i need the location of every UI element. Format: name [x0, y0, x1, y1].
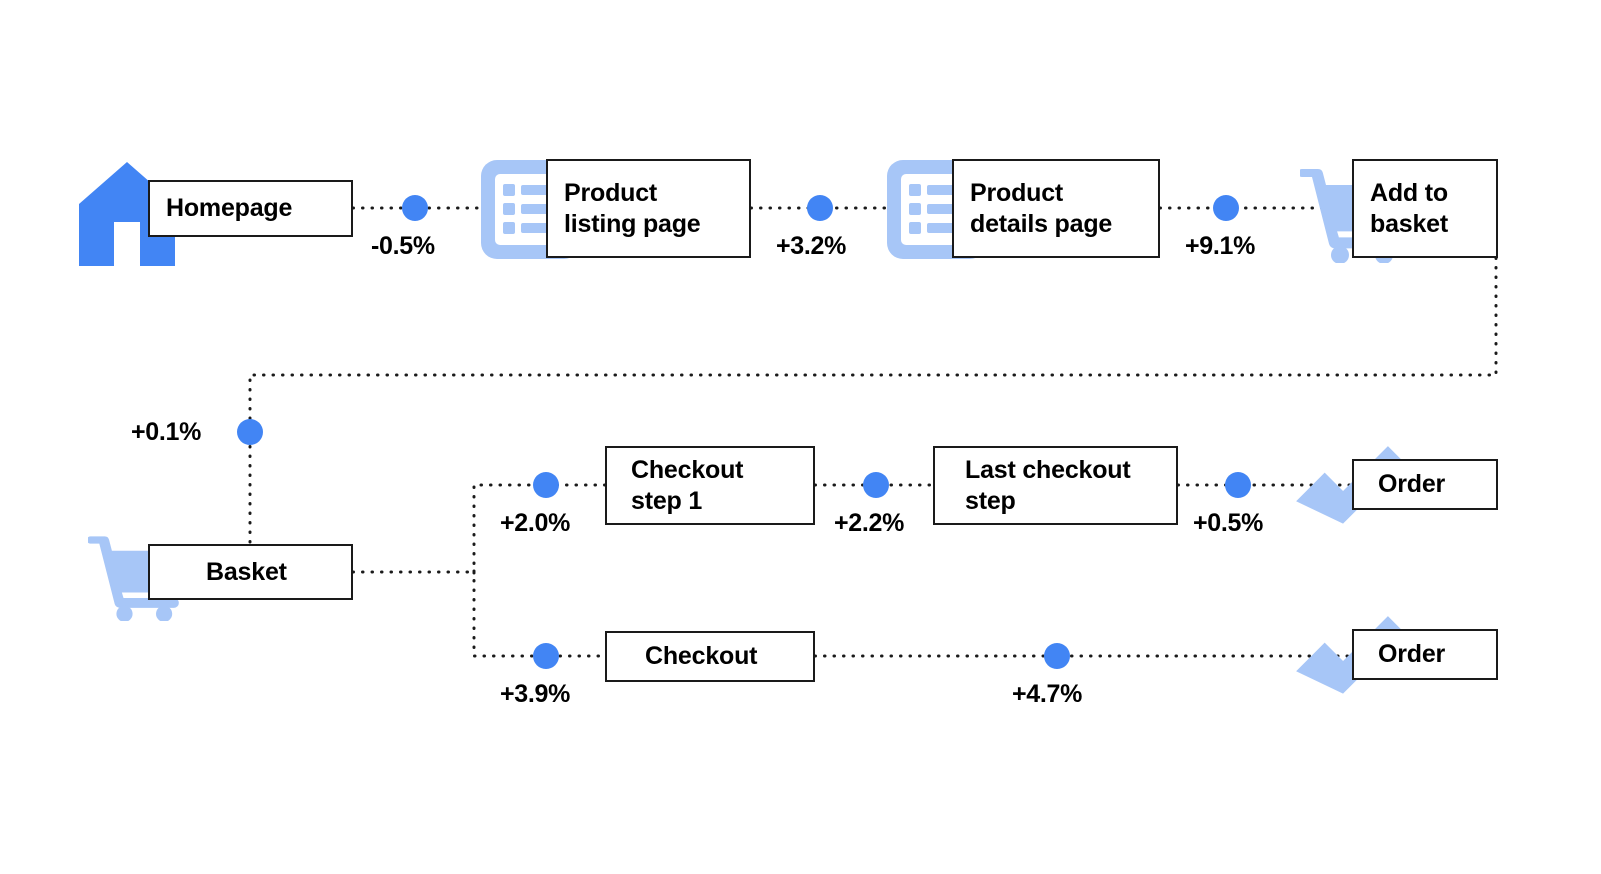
node-label-homepage: Homepage: [166, 194, 293, 223]
metric-label-pdp-to-add-to-basket: +9.1%: [1185, 232, 1256, 260]
node-product-listing-page[interactable]: Product listing page: [546, 159, 751, 258]
metric-label-add-to-basket-to-basket: +0.1%: [131, 418, 202, 446]
connector-branch-to-checkout-step-1: [472, 483, 607, 575]
node-basket[interactable]: Basket: [148, 544, 353, 600]
node-label-basket: Basket: [206, 557, 287, 586]
node-label-product-details-page: Product details page: [970, 179, 1113, 238]
node-order-top[interactable]: Order: [1352, 459, 1498, 510]
metric-dot-add-to-basket-to-basket[interactable]: [237, 419, 263, 445]
node-order-bottom[interactable]: Order: [1352, 629, 1498, 680]
metric-dot-checkout-to-order[interactable]: [1044, 643, 1070, 669]
metric-dot-homepage-to-plp[interactable]: [402, 195, 428, 221]
node-label-product-listing-page: Product listing page: [564, 179, 701, 238]
node-homepage[interactable]: Homepage: [148, 180, 353, 237]
connector-add-to-basket-to-basket: [248, 256, 1498, 546]
node-label-last-checkout-step: Last checkout step: [965, 456, 1131, 515]
node-label-order-bottom: Order: [1378, 640, 1446, 669]
node-product-details-page[interactable]: Product details page: [952, 159, 1160, 258]
metric-dot-pdp-to-add-to-basket[interactable]: [1213, 195, 1239, 221]
node-label-checkout-step-1: Checkout step 1: [631, 456, 744, 515]
node-last-checkout-step[interactable]: Last checkout step: [933, 446, 1178, 525]
metric-label-basket-to-checkout-step-1: +2.0%: [500, 509, 571, 537]
node-add-to-basket[interactable]: Add to basket: [1352, 159, 1498, 258]
metric-label-basket-to-checkout: +3.9%: [500, 680, 571, 708]
node-checkout-step-1[interactable]: Checkout step 1: [605, 446, 815, 525]
node-label-add-to-basket: Add to basket: [1370, 179, 1449, 238]
node-checkout[interactable]: Checkout: [605, 631, 815, 682]
node-label-order-top: Order: [1378, 470, 1446, 499]
metric-label-homepage-to-plp: -0.5%: [371, 232, 435, 260]
metric-dot-plp-to-pdp[interactable]: [807, 195, 833, 221]
metric-dot-basket-to-checkout-step-1[interactable]: [533, 472, 559, 498]
metric-label-last-checkout-step-to-order: +0.5%: [1193, 509, 1264, 537]
metric-label-checkout-to-order: +4.7%: [1012, 680, 1083, 708]
metric-dot-last-checkout-step-to-order[interactable]: [1225, 472, 1251, 498]
metric-label-checkout-step-1-to-last-checkout-step: +2.2%: [834, 509, 905, 537]
metric-dot-basket-to-checkout[interactable]: [533, 643, 559, 669]
connector-branch-to-checkout: [472, 569, 607, 658]
metric-label-plp-to-pdp: +3.2%: [776, 232, 847, 260]
node-label-checkout: Checkout: [645, 642, 758, 671]
metric-dot-checkout-step-1-to-last-checkout-step[interactable]: [863, 472, 889, 498]
